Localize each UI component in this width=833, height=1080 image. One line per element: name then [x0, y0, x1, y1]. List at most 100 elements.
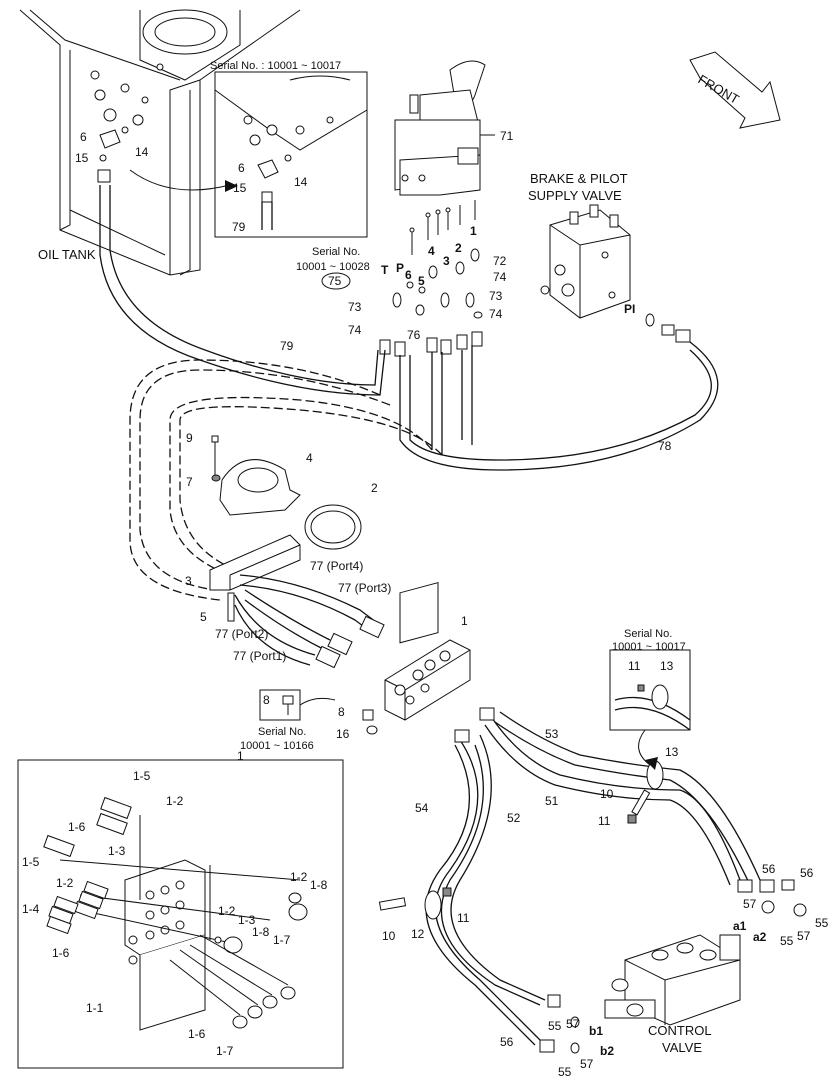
callout: 57 — [580, 1057, 594, 1071]
port-label: P — [396, 261, 404, 275]
control-valve-label-1: CONTROL — [648, 1023, 712, 1038]
clamp-4 — [219, 459, 301, 516]
brake-pilot-supply-valve — [540, 204, 631, 319]
port-label: 4 — [428, 244, 435, 258]
serial-note: Serial No. — [312, 246, 360, 258]
callout: 56 — [762, 862, 776, 876]
oil-tank-label: OIL TANK — [38, 247, 96, 262]
callout: 1-5 — [133, 769, 151, 783]
serial-note: 10001 ~ 10166 — [240, 740, 314, 752]
callout: 52 — [507, 811, 521, 825]
port-label: 2 — [455, 241, 462, 255]
oil-tank — [19, 9, 301, 276]
callout: 10 — [600, 787, 614, 801]
port-label: PI — [624, 302, 635, 316]
callout: 1-4 — [22, 902, 40, 916]
hoses-solid — [99, 185, 719, 471]
callout: 1-3 — [108, 844, 126, 858]
callout: 56 — [800, 866, 814, 880]
hose-label: 77 (Port2) — [215, 627, 268, 641]
callout: 51 — [545, 794, 559, 808]
callout: 1-2 — [166, 794, 184, 808]
hoses-77 — [234, 574, 385, 669]
callout: 1-6 — [68, 820, 86, 834]
callout: 1-8 — [252, 925, 270, 939]
callout: 72 — [493, 254, 507, 268]
callout: 79 — [232, 220, 246, 234]
port-label: 3 — [443, 254, 450, 268]
callout: 1-7 — [216, 1044, 234, 1058]
callout: 55 — [815, 916, 829, 930]
port-label: b2 — [600, 1044, 614, 1058]
callout: 74 — [489, 307, 503, 321]
serial-note: Serial No. — [624, 628, 672, 640]
detail-box-clamp-13 — [609, 649, 691, 731]
detail-box-manifold — [17, 759, 344, 1069]
callout: 13 — [665, 745, 679, 759]
hose-label: 77 (Port1) — [233, 649, 286, 663]
port-label: a2 — [753, 930, 767, 944]
serial-note: Serial No. — [258, 726, 306, 738]
callout: 6 — [238, 161, 245, 175]
callout: 1 — [461, 614, 468, 628]
callout: 11 — [628, 659, 641, 673]
callout: 56 — [500, 1035, 514, 1049]
callout: 74 — [348, 323, 362, 337]
callout: 15 — [75, 151, 89, 165]
callout: 1-7 — [273, 933, 291, 947]
callout: 5 — [200, 610, 207, 624]
serial-note: 10001 ~ 10028 — [296, 261, 370, 273]
callout: 1-2 — [290, 870, 308, 884]
pilot-joystick-valve — [394, 60, 495, 196]
callout: 4 — [306, 451, 313, 465]
callout: 11 — [457, 911, 470, 925]
callout: 53 — [545, 727, 559, 741]
brake-valve-label-1: BRAKE & PILOT — [530, 171, 628, 186]
hoses-dashed — [129, 359, 443, 601]
hose-label: 77 (Port3) — [338, 581, 391, 595]
control-valve-label-2: VALVE — [662, 1040, 702, 1055]
control-valve — [604, 934, 741, 1026]
joystick-fittings — [379, 200, 483, 357]
serial-note: Serial No. : 10001 ~ 10017 — [210, 60, 341, 72]
port-label: 5 — [418, 274, 425, 288]
callout: 1-1 — [86, 1001, 104, 1015]
callout: 9 — [186, 431, 193, 445]
grommet-2 — [304, 504, 362, 550]
callout: 55 — [558, 1065, 572, 1079]
callout: 71 — [500, 129, 514, 143]
callout: 73 — [489, 289, 503, 303]
callout: 55 — [548, 1019, 562, 1033]
front-arrow — [689, 51, 781, 129]
callout: 1-6 — [188, 1027, 206, 1041]
callout: 78 — [658, 439, 672, 453]
callout: 75 — [328, 274, 342, 288]
callout: 10 — [382, 929, 396, 943]
callout: 15 — [233, 181, 247, 195]
callout: 6 — [80, 130, 87, 144]
detail-box-bolt-8 — [259, 689, 301, 721]
callout: 55 — [780, 934, 794, 948]
port-label: a1 — [733, 919, 747, 933]
callout: 8 — [263, 693, 270, 707]
brake-valve-label-2: SUPPLY VALVE — [528, 188, 622, 203]
callout: 11 — [598, 814, 611, 828]
callout: 2 — [371, 481, 378, 495]
callout: 1-2 — [218, 904, 236, 918]
callout: 73 — [348, 300, 362, 314]
callout: 1-8 — [310, 878, 328, 892]
callout: 12 — [411, 927, 425, 941]
callout: 8 — [338, 705, 345, 719]
callout: 16 — [336, 727, 350, 741]
callout: 1-6 — [52, 946, 70, 960]
manifold-1 — [384, 582, 471, 721]
callout: 1-5 — [22, 855, 40, 869]
callout: 57 — [566, 1017, 580, 1031]
callout: 1 — [237, 749, 244, 763]
detail-box-tank-fitting — [214, 71, 368, 238]
callout: 14 — [294, 175, 308, 189]
callout: 13 — [660, 659, 674, 673]
callout: 76 — [407, 328, 421, 342]
port-label: 6 — [405, 268, 412, 282]
